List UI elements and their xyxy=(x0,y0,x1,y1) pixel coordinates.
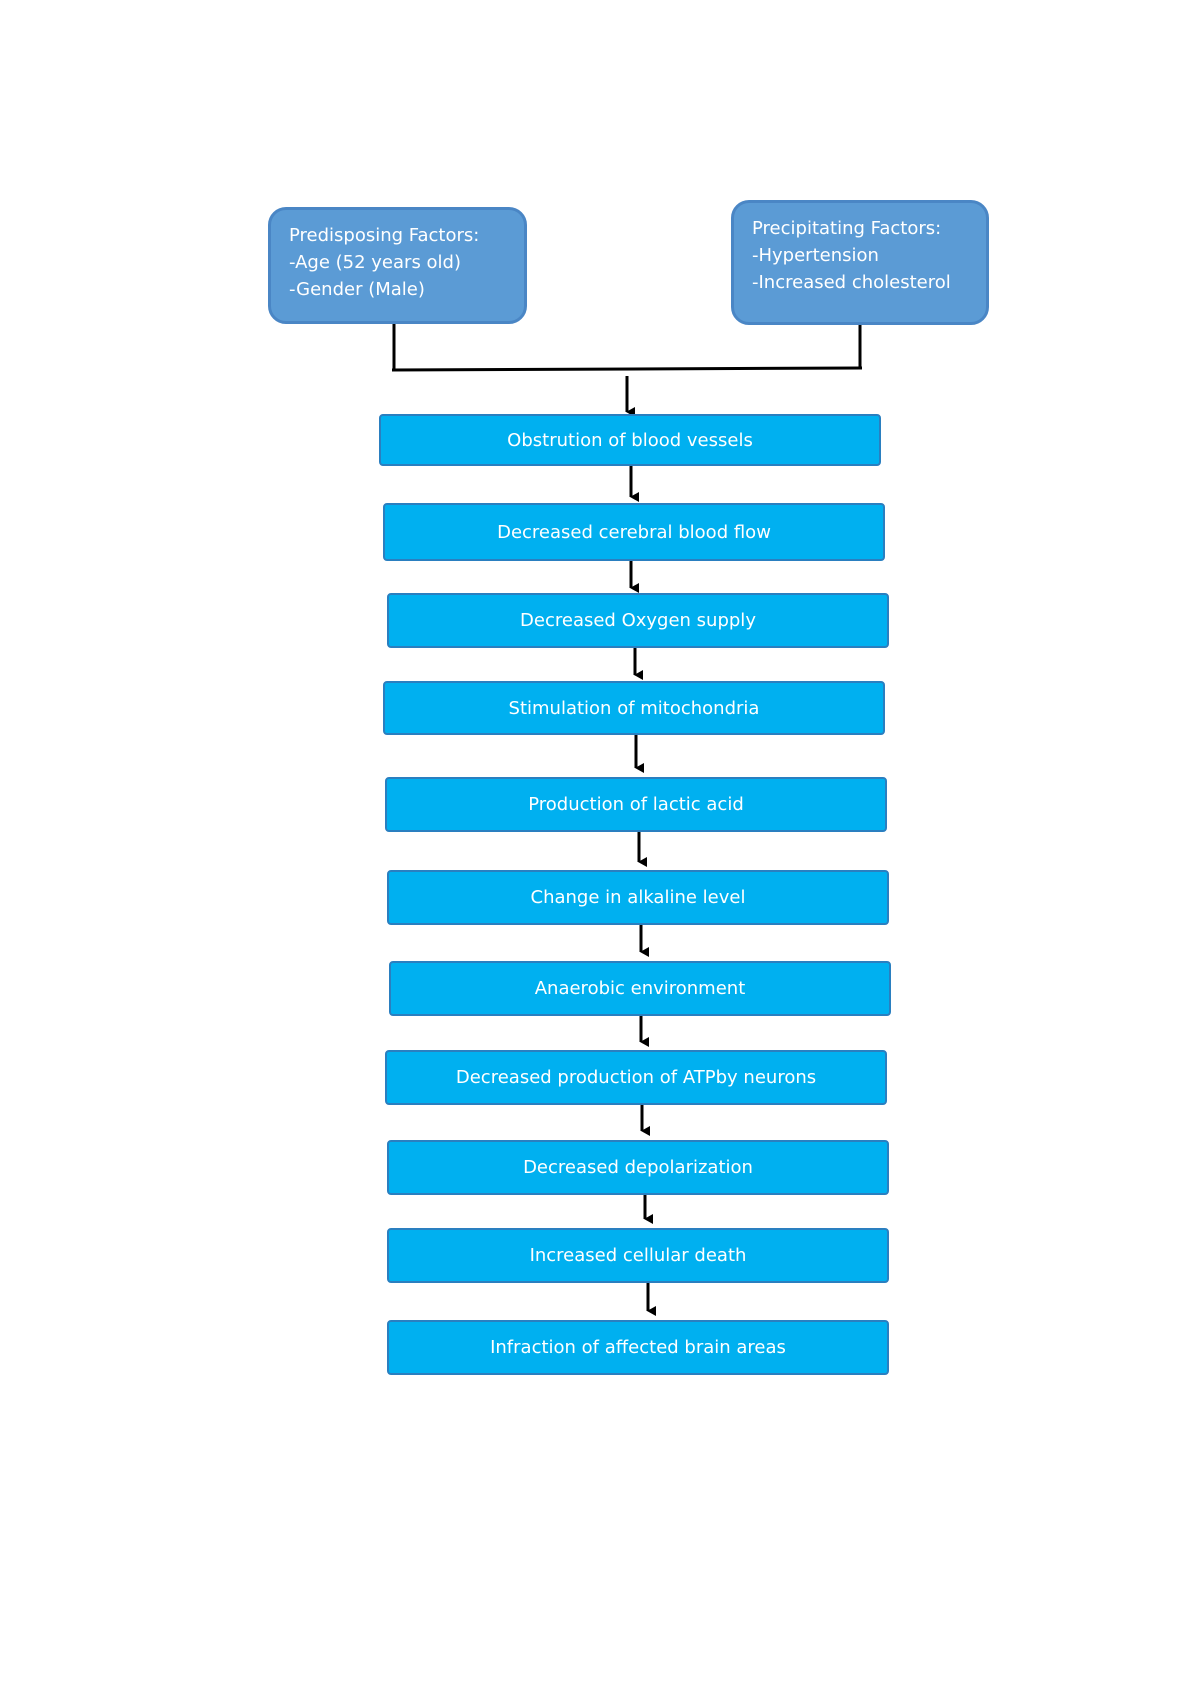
step-decreased-depolarization: Decreased depolarization xyxy=(387,1140,889,1195)
step-decreased-cerebral-blood-flow: Decreased cerebral blood flow xyxy=(383,503,885,561)
precipitating-factors-box: Precipitating Factors: -Hypertension -In… xyxy=(731,200,989,325)
precipitating-factor-hypertension: -Hypertension xyxy=(752,245,879,266)
joining-bracket-line xyxy=(391,366,863,372)
step-increased-cellular-death: Increased cellular death xyxy=(387,1228,889,1283)
precipitating-factor-cholesterol: -Increased cholesterol xyxy=(752,272,951,293)
step-infraction-of-affected-brain-areas: Infraction of affected brain areas xyxy=(387,1320,889,1375)
predisposing-factor-age: -Age (52 years old) xyxy=(289,252,462,273)
step-stimulation-of-mitochondria: Stimulation of mitochondria xyxy=(383,681,885,735)
step-decreased-production-of-atp: Decreased production of ATPby neurons xyxy=(385,1050,887,1105)
step-production-of-lactic-acid: Production of lactic acid xyxy=(385,777,887,832)
predisposing-factor-gender: -Gender (Male) xyxy=(289,279,425,300)
step-obstruction-of-blood-vessels: Obstrution of blood vessels xyxy=(379,414,881,466)
predisposing-factors-box: Predisposing Factors: -Age (52 years old… xyxy=(268,207,527,324)
precipitating-factors-title: Precipitating Factors: xyxy=(752,218,942,239)
step-change-in-alkaline-level: Change in alkaline level xyxy=(387,870,889,925)
predisposing-factors-title: Predisposing Factors: xyxy=(289,225,480,246)
step-anaerobic-environment: Anaerobic environment xyxy=(389,961,891,1016)
step-decreased-oxygen-supply: Decreased Oxygen supply xyxy=(387,593,889,648)
